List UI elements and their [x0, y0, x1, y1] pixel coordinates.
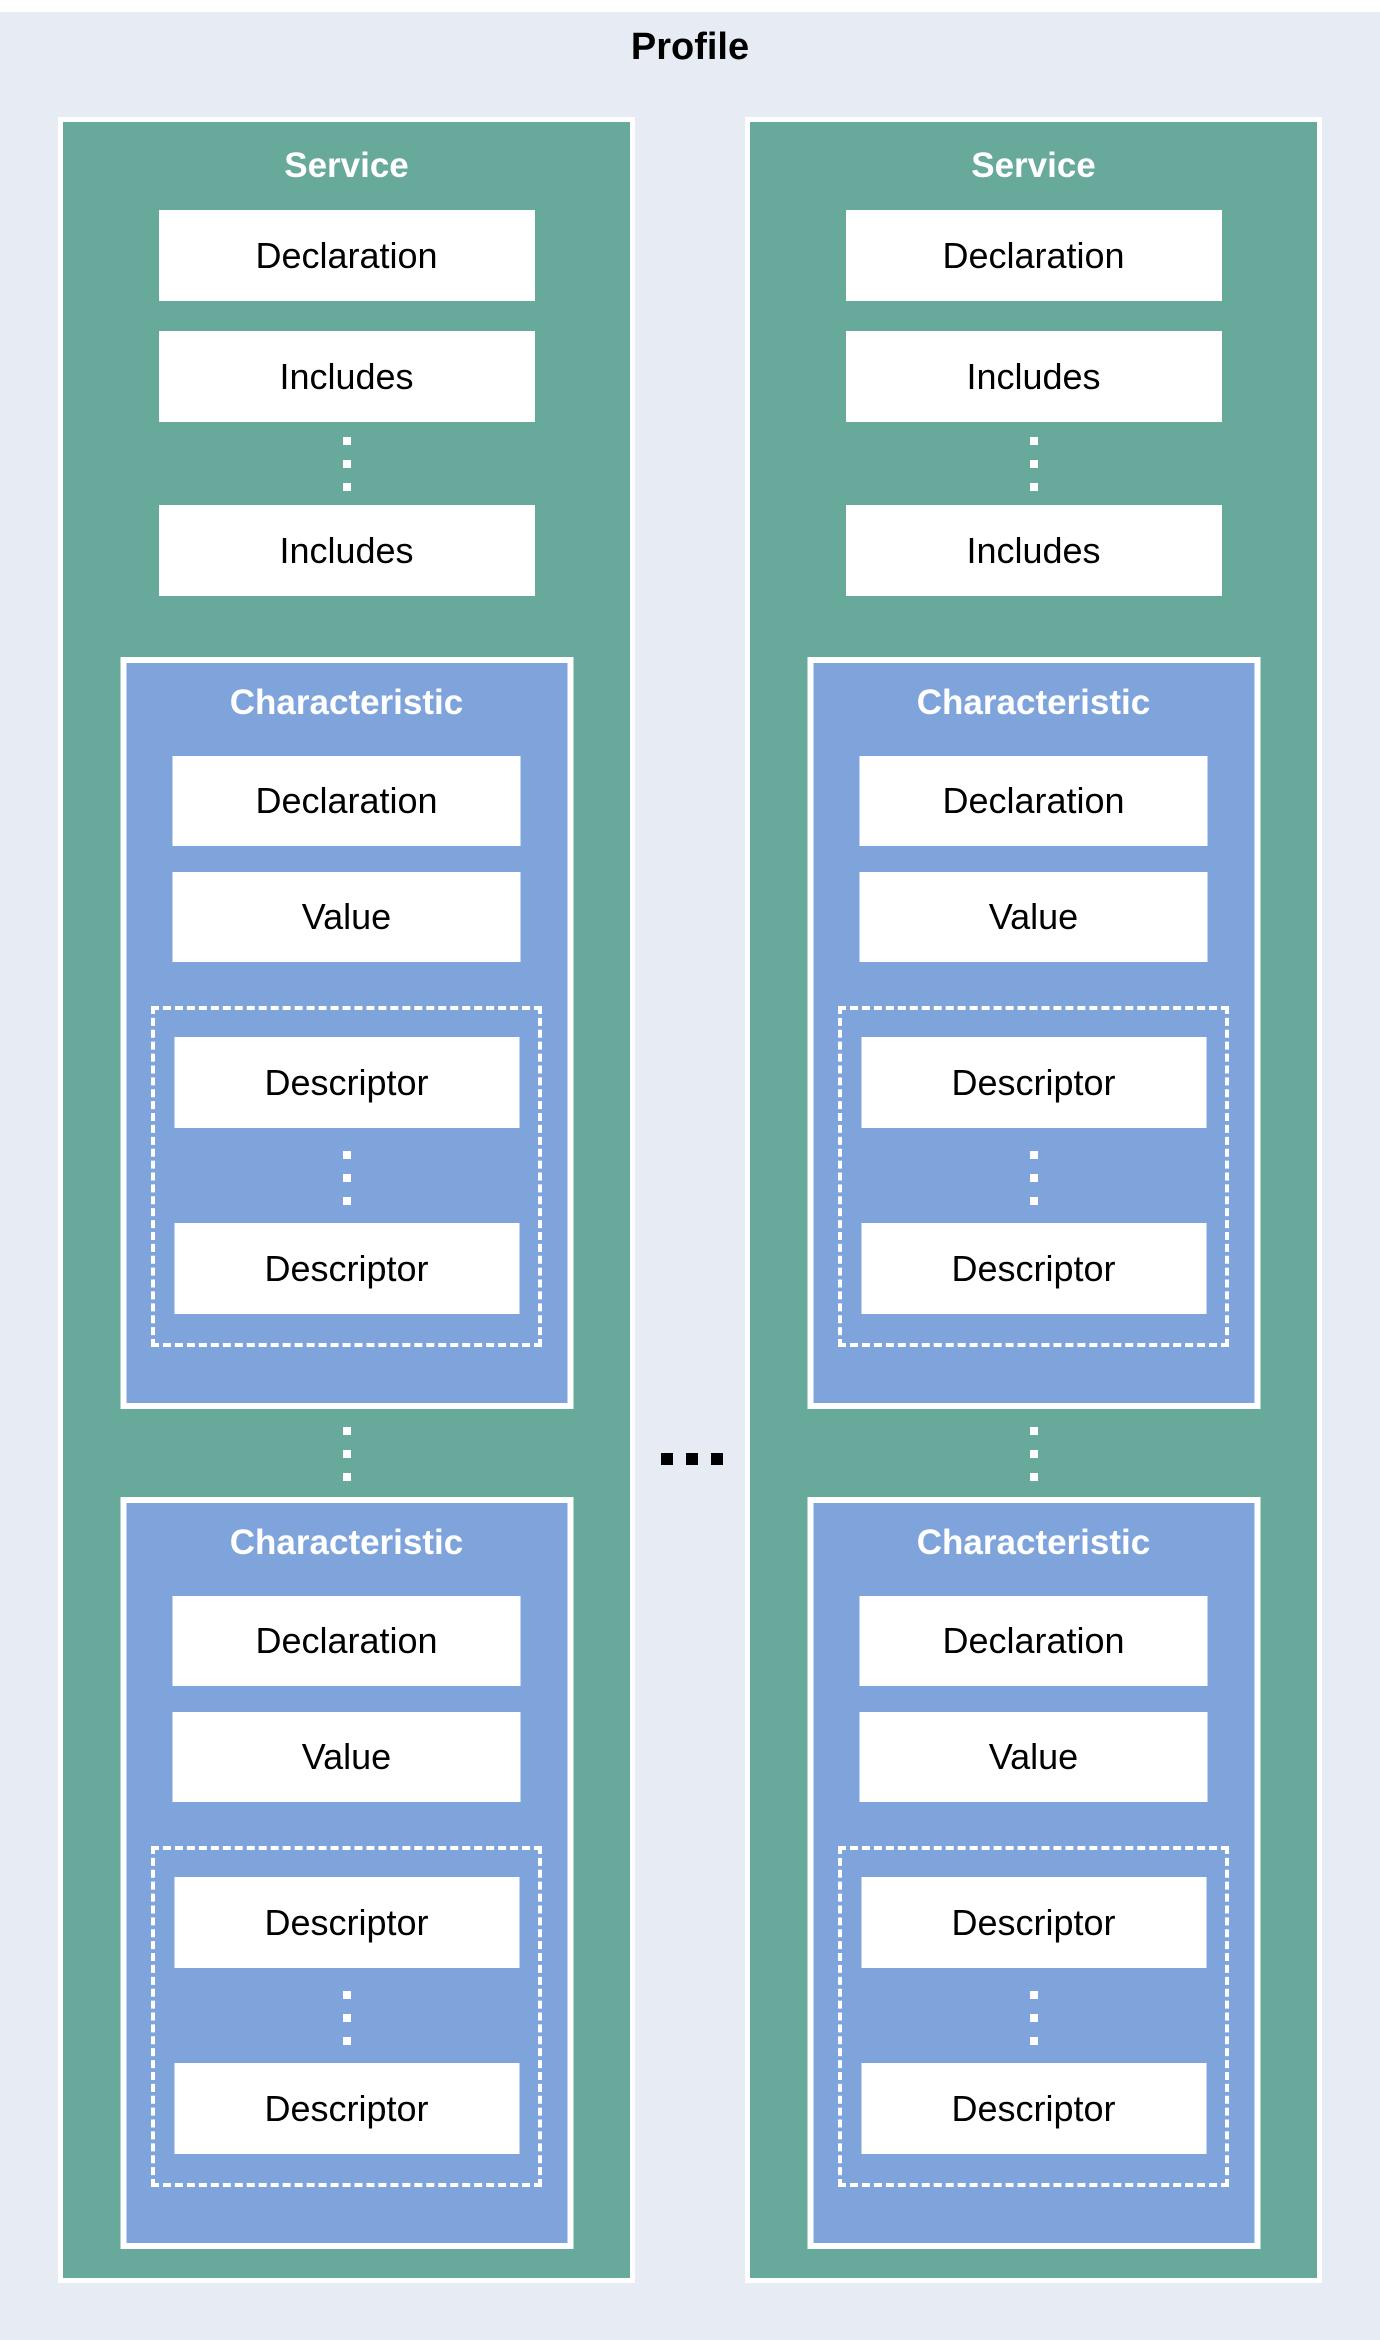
characteristic-declaration-box: Declaration — [172, 756, 521, 846]
characteristic-header: Characteristic — [229, 1523, 464, 1562]
includes-box: Includes — [158, 505, 535, 596]
descriptor-box: Descriptor — [174, 1877, 519, 1968]
vertical-ellipsis-icon — [1029, 1151, 1038, 1205]
descriptor-box: Descriptor — [861, 1037, 1206, 1128]
descriptor-container: Descriptor Descriptor — [838, 1846, 1229, 2187]
value-box: Value — [859, 1712, 1208, 1802]
descriptor-container: Descriptor Descriptor — [838, 1006, 1229, 1347]
characteristic-box: Characteristic Declaration Value Descrip… — [807, 1497, 1260, 2249]
vertical-ellipsis-icon — [1029, 437, 1038, 491]
characteristic-box: Characteristic Declaration Value Descrip… — [120, 657, 573, 1409]
descriptor-container: Descriptor Descriptor — [151, 1006, 542, 1347]
vertical-ellipsis-icon — [1029, 1991, 1038, 2045]
characteristic-declaration-box: Declaration — [172, 1596, 521, 1686]
descriptor-box: Descriptor — [174, 1223, 519, 1314]
descriptor-box: Descriptor — [861, 1223, 1206, 1314]
service-header: Service — [284, 146, 409, 185]
service-column-2: Service Declaration Includes Includes Ch… — [745, 117, 1322, 2283]
descriptor-container: Descriptor Descriptor — [151, 1846, 542, 2187]
descriptor-box: Descriptor — [174, 2063, 519, 2154]
descriptor-box: Descriptor — [861, 1877, 1206, 1968]
vertical-ellipsis-icon — [342, 1151, 351, 1205]
page-title: Profile — [630, 26, 750, 68]
vertical-ellipsis-icon — [342, 1991, 351, 2045]
service-declaration-box: Declaration — [158, 210, 535, 301]
characteristic-box: Characteristic Declaration Value Descrip… — [807, 657, 1260, 1409]
characteristic-header: Characteristic — [916, 683, 1151, 722]
characteristic-header: Characteristic — [229, 683, 464, 722]
vertical-ellipsis-icon — [342, 1427, 351, 1481]
service-declaration-box: Declaration — [845, 210, 1222, 301]
service-column-1: Service Declaration Includes Includes Ch… — [58, 117, 635, 2283]
value-box: Value — [859, 872, 1208, 962]
includes-box: Includes — [158, 331, 535, 422]
characteristic-declaration-box: Declaration — [859, 1596, 1208, 1686]
includes-box: Includes — [845, 331, 1222, 422]
includes-box: Includes — [845, 505, 1222, 596]
characteristic-header: Characteristic — [916, 1523, 1151, 1562]
descriptor-box: Descriptor — [861, 2063, 1206, 2154]
characteristic-declaration-box: Declaration — [859, 756, 1208, 846]
vertical-ellipsis-icon — [1029, 1427, 1038, 1481]
value-box: Value — [172, 872, 521, 962]
horizontal-ellipsis-icon — [661, 1453, 723, 1465]
descriptor-box: Descriptor — [174, 1037, 519, 1128]
characteristic-box: Characteristic Declaration Value Descrip… — [120, 1497, 573, 2249]
service-header: Service — [971, 146, 1096, 185]
value-box: Value — [172, 1712, 521, 1802]
vertical-ellipsis-icon — [342, 437, 351, 491]
